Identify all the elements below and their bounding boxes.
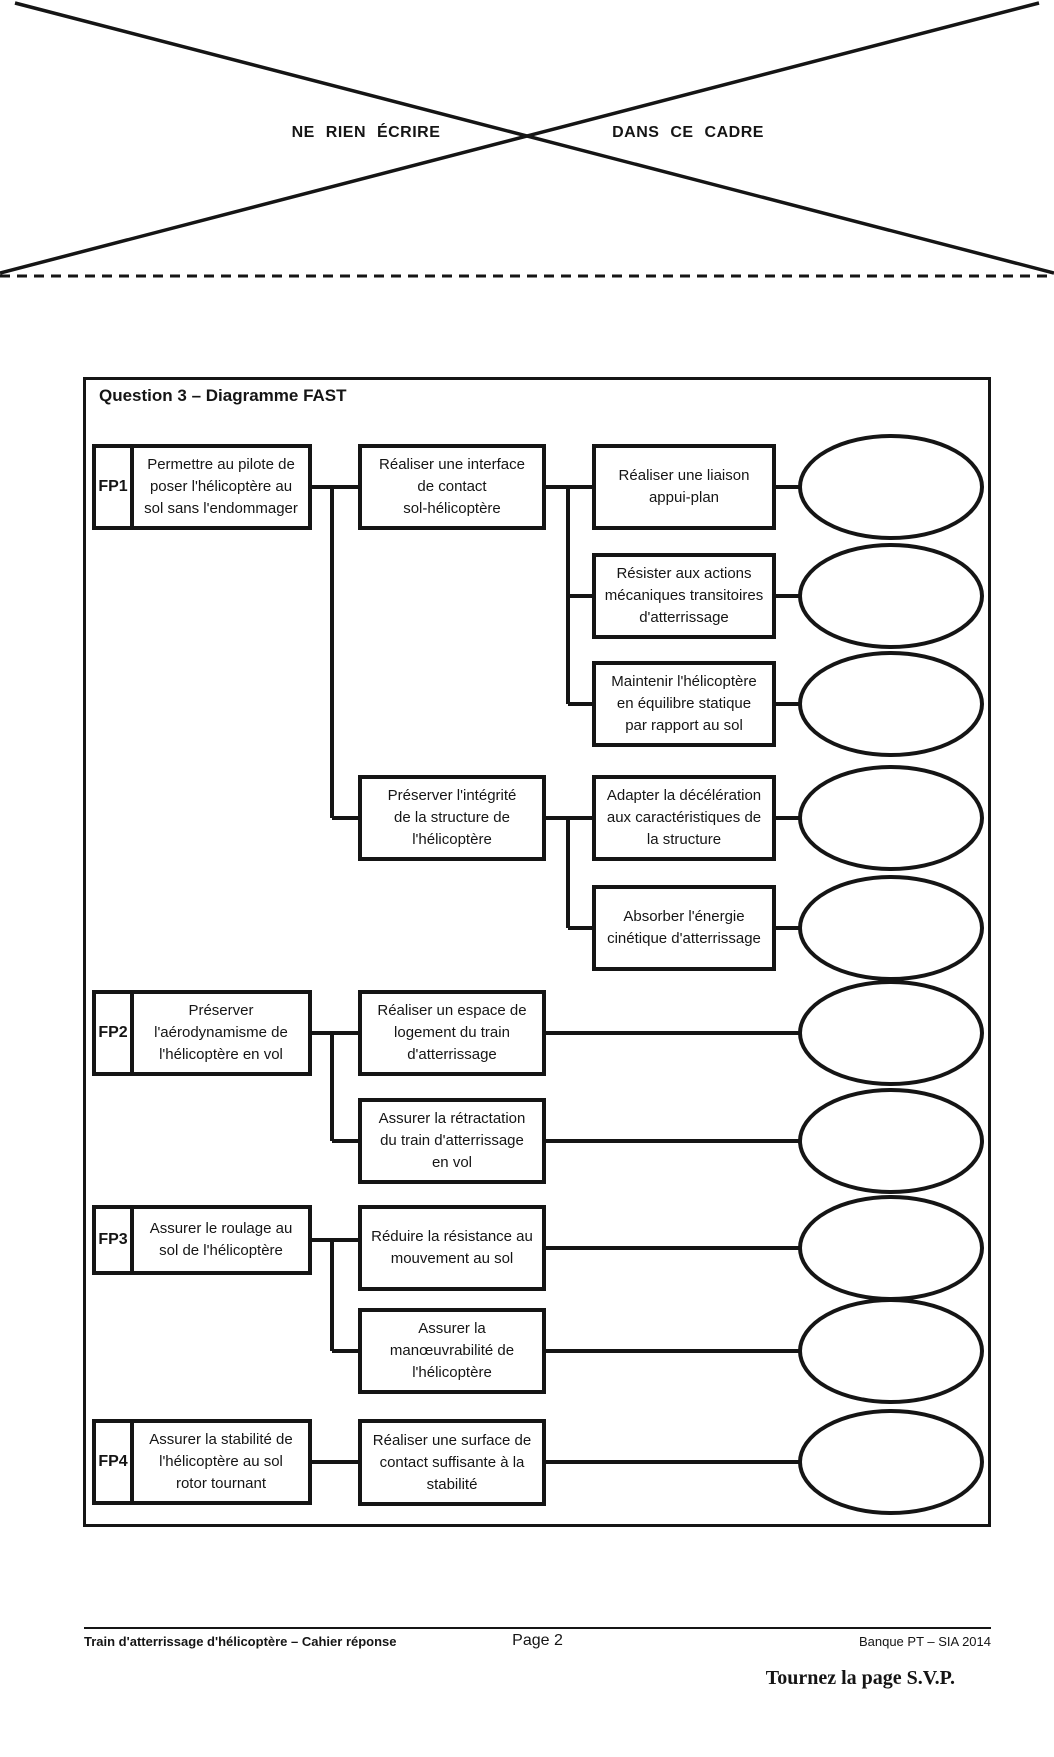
fp2-tag: FP2 xyxy=(96,994,134,1072)
box-absorber: Absorber l'énergie cinétique d'atterriss… xyxy=(592,885,776,971)
fp4-box: FP4 Assurer la stabilité de l'hélicoptèr… xyxy=(92,1419,312,1505)
fast-diagram-frame xyxy=(83,377,991,1527)
answer-slot-manoeuvrabilite[interactable] xyxy=(798,1298,984,1404)
fp3-tag: FP3 xyxy=(96,1209,134,1271)
footer-rule xyxy=(84,1627,991,1629)
answer-slot-maintenir[interactable] xyxy=(798,651,984,757)
fp3-function: Assurer le roulage au sol de l'hélicoptè… xyxy=(149,1220,293,1259)
box-maintenir: Maintenir l'hélicoptère en équilibre sta… xyxy=(592,661,776,747)
diagram-title: Question 3 – Diagramme FAST xyxy=(99,386,347,405)
box-adapter: Adapter la décélération aux caractéristi… xyxy=(592,775,776,861)
answer-slot-espace[interactable] xyxy=(798,980,984,1086)
answer-slot-absorber[interactable] xyxy=(798,875,984,981)
answer-slot-retractation[interactable] xyxy=(798,1088,984,1194)
connector-lines xyxy=(312,485,805,1464)
footer-page-number: Page 2 xyxy=(512,1632,563,1649)
box-retractation: Assurer la rétractation du train d'atter… xyxy=(358,1098,546,1184)
box-espace: Réaliser un espace de logement du train … xyxy=(358,990,546,1076)
box-interface: Réaliser une interface de contact sol-hé… xyxy=(358,444,546,530)
box-manoeuvrabilite: Assurer la manœuvrabilité de l'hélicoptè… xyxy=(358,1308,546,1394)
no-write-right-text: DANS CE CADRE xyxy=(612,124,764,141)
box-liaison: Réaliser une liaison appui-plan xyxy=(592,444,776,530)
turn-page-notice: Tournez la page S.V.P. xyxy=(765,1667,955,1689)
fp2-function: Préserver l'aérodynamisme de l'hélicoptè… xyxy=(154,1002,288,1063)
box-preserver: Préserver l'intégrité de la structure de… xyxy=(358,775,546,861)
fp2-box: FP2 Préserver l'aérodynamisme de l'hélic… xyxy=(92,990,312,1076)
box-reduire: Réduire la résistance au mouvement au so… xyxy=(358,1205,546,1291)
footer-exam-reference: Banque PT – SIA 2014 xyxy=(858,1634,991,1649)
box-surface: Réaliser une surface de contact suffisan… xyxy=(358,1419,546,1506)
fp4-function: Assurer la stabilité de l'hélicoptère au… xyxy=(149,1431,293,1492)
box-resister: Résister aux actions mécaniques transito… xyxy=(592,553,776,639)
footer-document-title: Train d'atterrissage d'hélicoptère – Cah… xyxy=(84,1634,397,1649)
fp1-function: Permettre au pilote de poser l'hélicoptè… xyxy=(144,456,298,517)
fp3-box: FP3 Assurer le roulage au sol de l'hélic… xyxy=(92,1205,312,1275)
answer-slot-resister[interactable] xyxy=(798,543,984,649)
answer-slot-adapter[interactable] xyxy=(798,765,984,871)
answer-slot-liaison[interactable] xyxy=(798,434,984,540)
no-write-left-text: NE RIEN ÉCRIRE xyxy=(291,124,441,141)
fp4-tag: FP4 xyxy=(96,1423,134,1501)
fp1-box: FP1 Permettre au pilote de poser l'hélic… xyxy=(92,444,312,530)
fp1-tag: FP1 xyxy=(96,448,134,526)
cross-out-x xyxy=(0,1,1054,275)
answer-slot-surface[interactable] xyxy=(798,1409,984,1515)
